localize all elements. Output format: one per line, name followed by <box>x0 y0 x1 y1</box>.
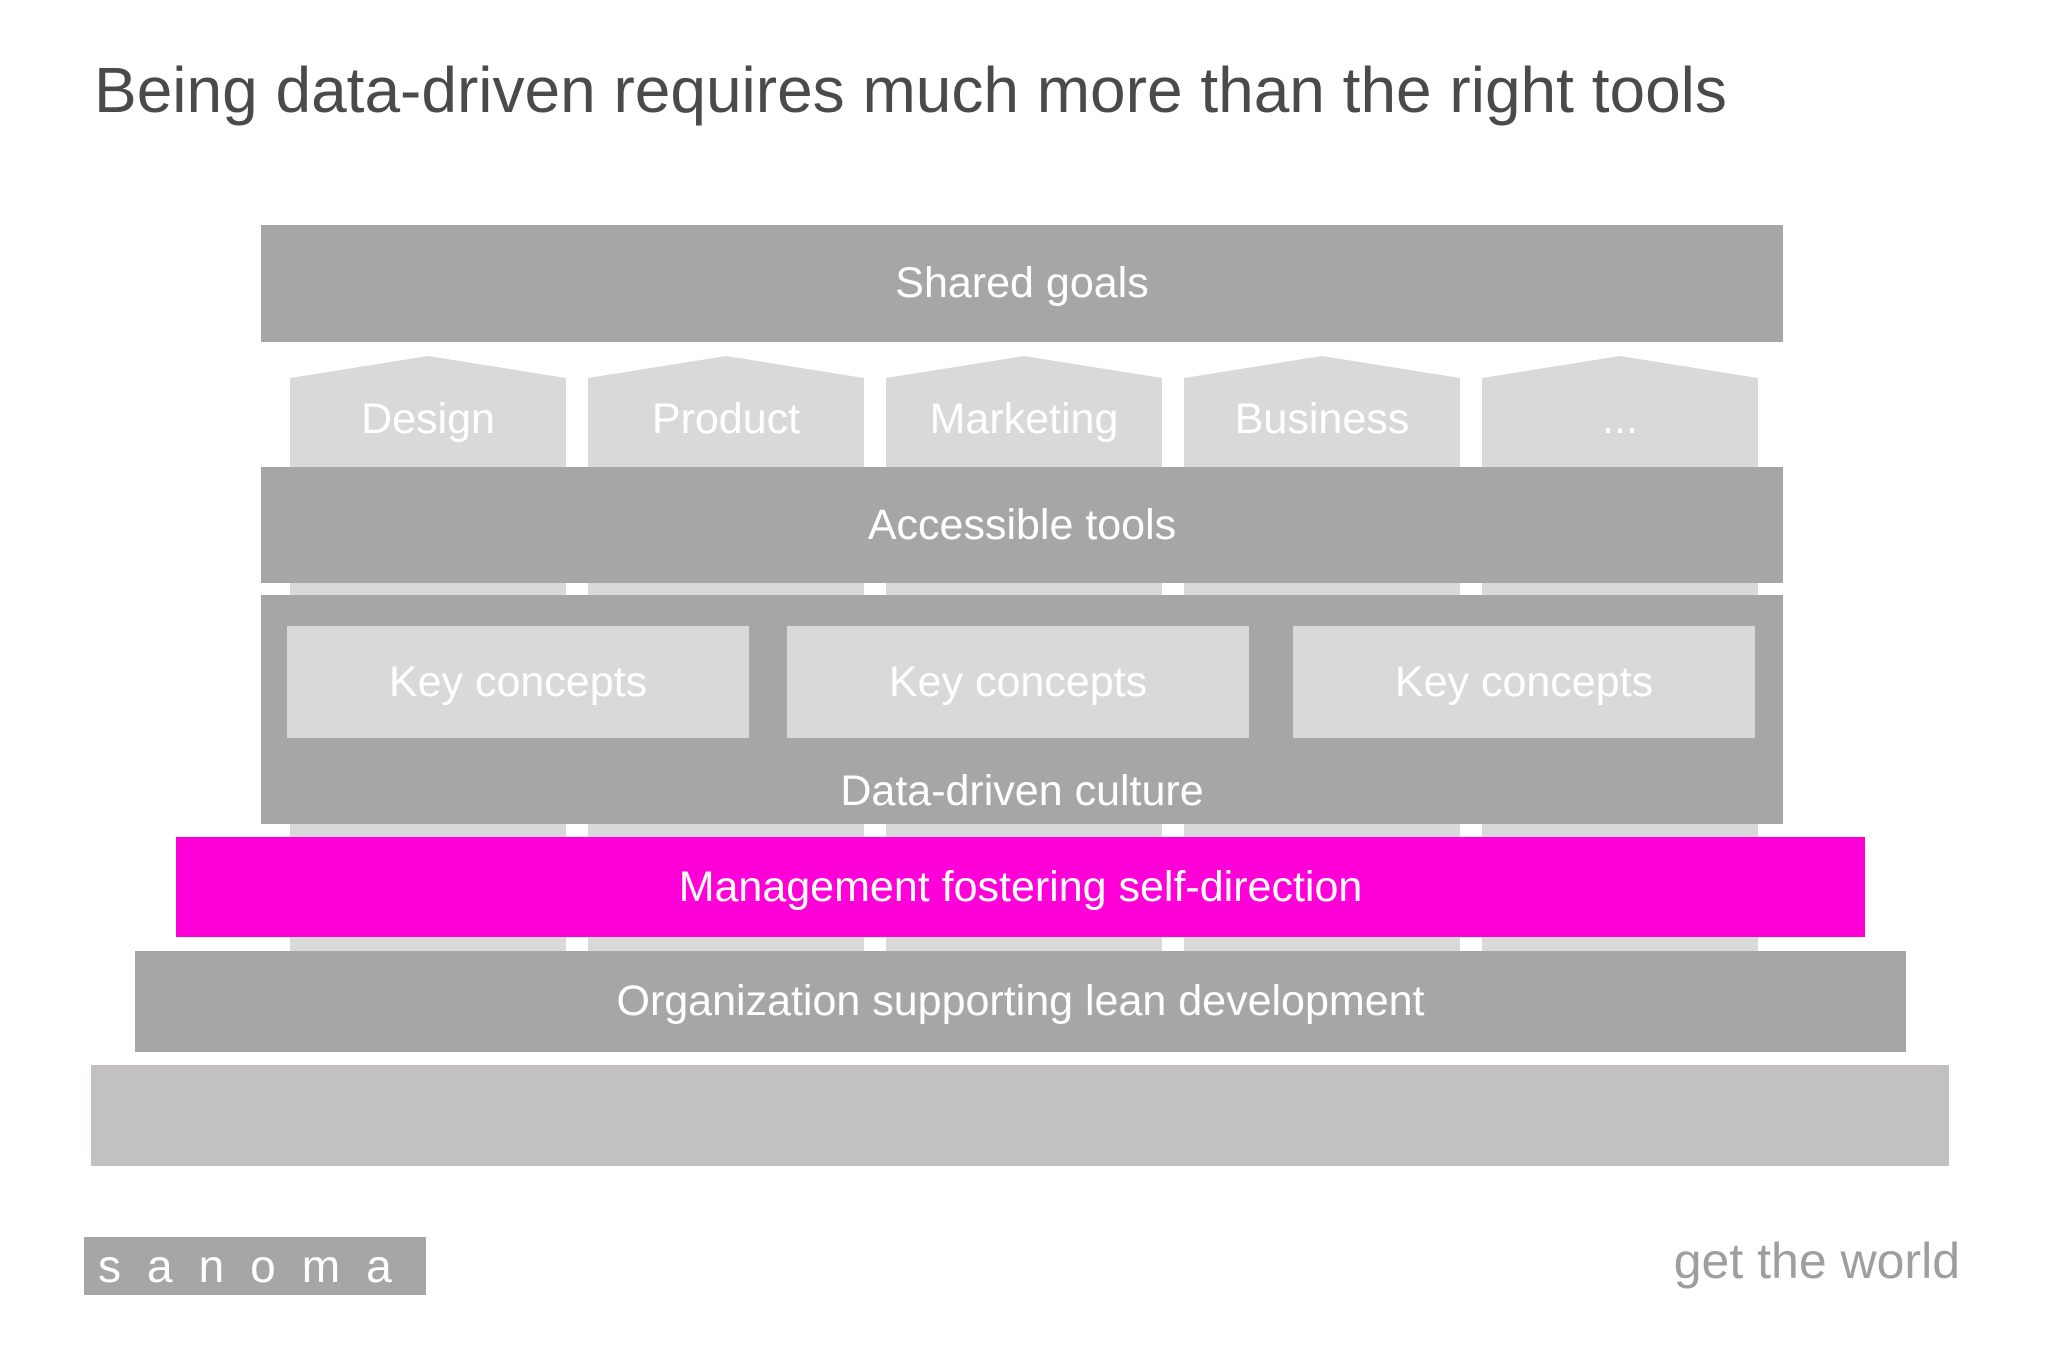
management-label: Management fostering self-direction <box>678 862 1363 911</box>
accessible-tools-label: Accessible tools <box>867 500 1177 549</box>
pillar-label-product: Product <box>651 395 801 443</box>
tagline: get the world <box>1673 1233 1960 1289</box>
foundation-bar <box>91 1065 1949 1166</box>
shared-goals-label: Shared goals <box>895 259 1149 307</box>
pillar-label-more: ... <box>1602 395 1638 443</box>
key-concepts-box-1: Key concepts <box>287 626 749 738</box>
pillar-label-design: Design <box>361 395 495 443</box>
pillar-label-business: Business <box>1234 395 1410 443</box>
management-bar: Management fostering self-direction <box>176 837 1865 937</box>
pillar-label-marketing: Marketing <box>929 395 1119 443</box>
organization-label: Organization supporting lean development <box>616 977 1425 1025</box>
page-title: Being data-driven requires much more tha… <box>94 54 1727 126</box>
key-concepts-box-3: Key concepts <box>1293 626 1755 738</box>
data-driven-culture-label: Data-driven culture <box>840 767 1204 815</box>
sanoma-logo: sanoma <box>84 1237 426 1295</box>
accessible-tools-bar: Accessible tools <box>261 467 1783 583</box>
organization-bar: Organization supporting lean development <box>135 951 1906 1052</box>
key-concepts-box-2: Key concepts <box>787 626 1249 738</box>
shared-goals-bar: Shared goals <box>261 225 1783 342</box>
